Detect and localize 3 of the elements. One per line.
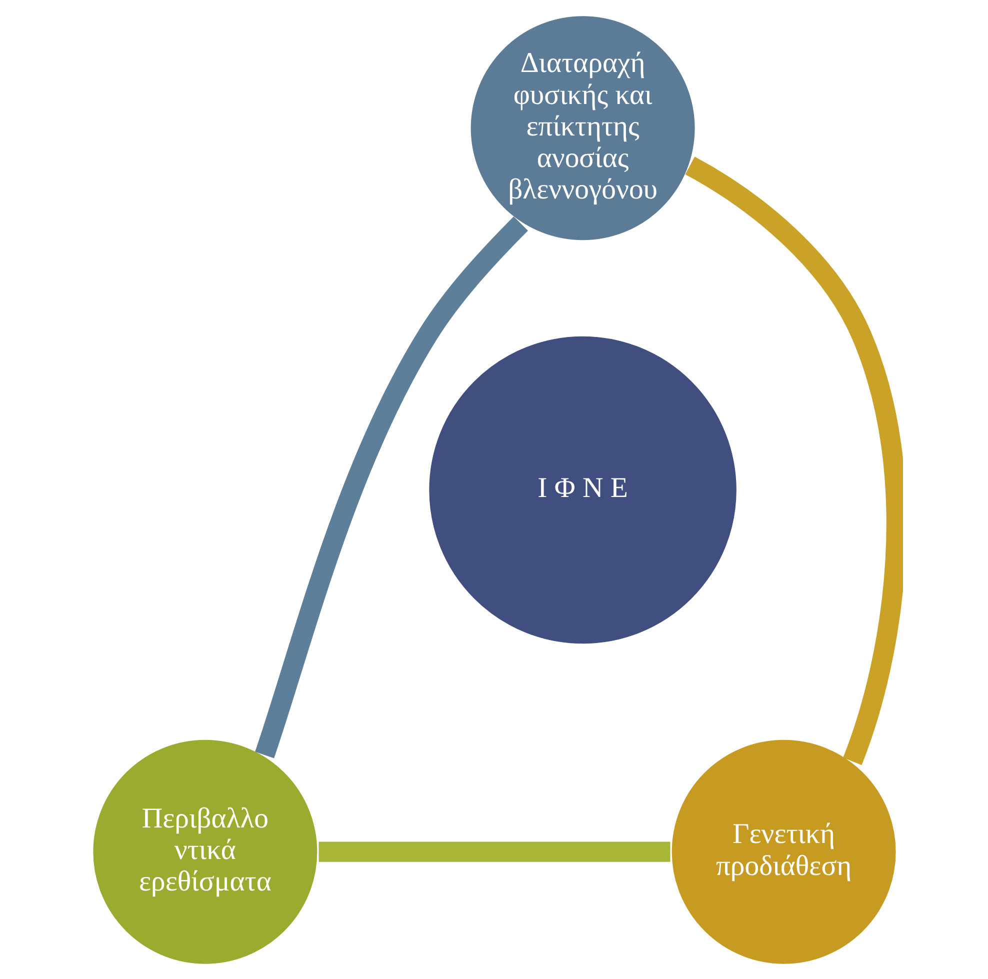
connector [254, 216, 528, 758]
connector [318, 841, 670, 862]
connector [684, 156, 902, 764]
